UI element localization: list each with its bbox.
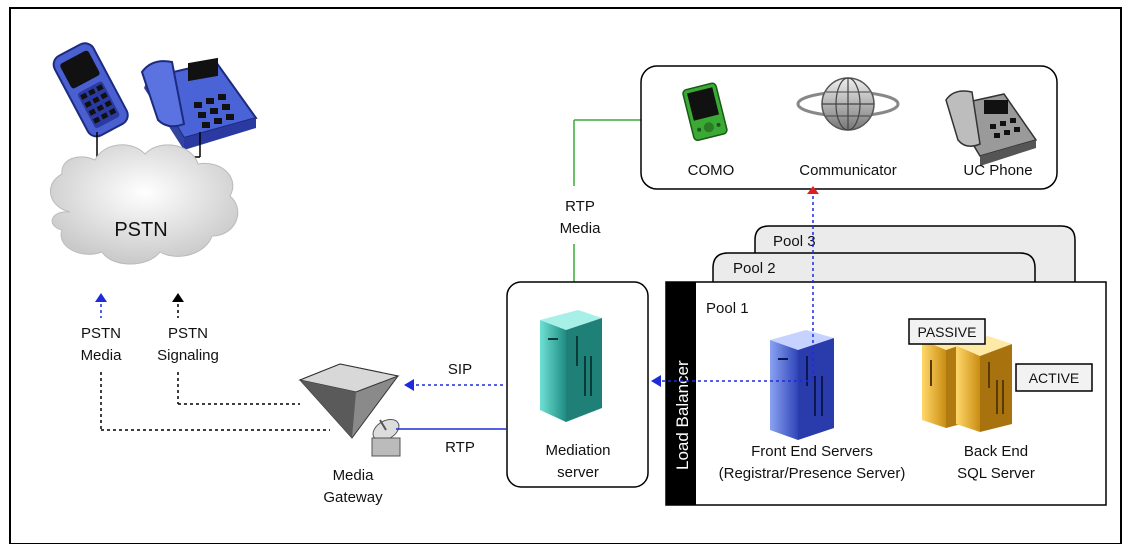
mediation-server-label-line2: server xyxy=(557,464,599,481)
rtp-media-label-line1: RTP xyxy=(565,198,595,215)
uc-phone-icon xyxy=(945,90,1038,166)
passive-label: PASSIVE xyxy=(918,324,977,340)
load-balancer-bar xyxy=(666,282,696,505)
uc-phone-label: UC Phone xyxy=(963,162,1032,179)
load-balancer-label: Load Balancer xyxy=(673,360,692,470)
media-gateway-label-line1: Media xyxy=(333,467,375,484)
passive-badge: PASSIVE xyxy=(908,318,986,345)
pool1-label: Pool 1 xyxy=(706,300,749,317)
pstn-media-link xyxy=(95,293,330,431)
mobile-phone-icon xyxy=(52,42,129,138)
pstn-signaling-label-line2: Signaling xyxy=(157,347,219,364)
pstn-media-label-line1: PSTN xyxy=(81,325,121,342)
pool2-box xyxy=(712,252,1036,282)
sql-server-icon xyxy=(922,332,1012,432)
rtp-label: RTP xyxy=(445,439,475,456)
front-end-signaling-link xyxy=(651,186,819,387)
communicator-arrow xyxy=(807,186,819,194)
sip-link xyxy=(404,379,506,391)
media-gateway-icon xyxy=(298,363,401,457)
front-end-label-line2: (Registrar/Presence Server) xyxy=(719,465,906,482)
desk-phone-icon xyxy=(140,57,258,150)
pstn-label: PSTN xyxy=(114,219,167,241)
back-end-label-line2: SQL Server xyxy=(957,465,1035,482)
back-end-label-line1: Back End xyxy=(964,443,1028,460)
pool3-label: Pool 3 xyxy=(773,233,816,250)
active-label: ACTIVE xyxy=(1029,370,1080,386)
pstn-media-label-line2: Media xyxy=(81,347,123,364)
media-gateway-label-line2: Gateway xyxy=(323,489,383,506)
pstn-signaling-label-line1: PSTN xyxy=(168,325,208,342)
active-badge: ACTIVE xyxy=(1015,363,1093,392)
mediation-server-icon xyxy=(540,310,602,422)
mediation-server-label-line1: Mediation xyxy=(545,442,610,459)
pool2-label: Pool 2 xyxy=(733,260,776,277)
como-label: COMO xyxy=(688,162,735,179)
communicator-label: Communicator xyxy=(799,162,897,179)
front-end-label-line1: Front End Servers xyxy=(751,443,873,460)
front-end-server-icon xyxy=(770,330,834,440)
sip-label: SIP xyxy=(448,361,472,378)
rtp-media-link xyxy=(573,119,641,282)
globe-icon xyxy=(796,77,900,131)
pda-icon xyxy=(682,82,728,141)
pstn-cloud: PSTN xyxy=(50,144,239,265)
rtp-media-label-line2: Media xyxy=(560,220,602,237)
pstn-signaling-link xyxy=(172,293,300,405)
